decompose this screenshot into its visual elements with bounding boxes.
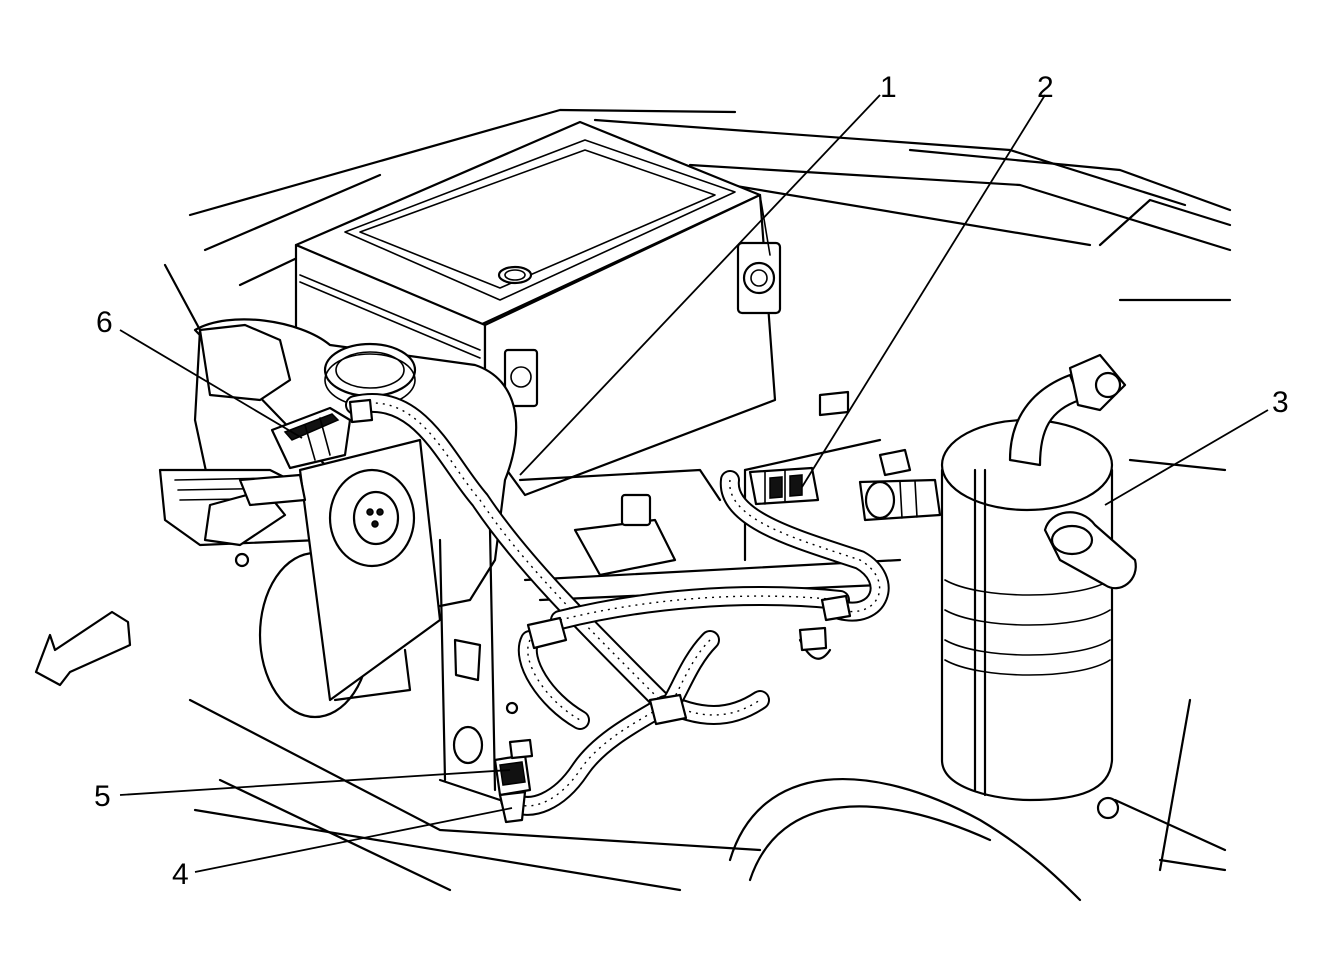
leader-line-1 [519,94,881,476]
leader-line-3 [1104,409,1269,506]
front-direction-arrow-icon [34,610,132,687]
leader-line-2 [801,94,1046,488]
wiring-harness [345,393,890,816]
hood-and-fender-panels [188,108,1232,902]
callout-6: 6 [96,306,113,339]
connector-harness-1-2 [748,466,942,522]
connector-4-5 [493,738,534,824]
connector-6 [270,398,374,470]
misc-hoses [452,626,832,765]
leader-line-4 [194,807,513,873]
callout-3: 3 [1272,386,1289,419]
callout-labels: 1 2 3 4 5 6 [94,71,1289,891]
pump-motor [203,438,442,719]
callout-5: 5 [94,780,111,813]
callout-2: 2 [1037,71,1054,104]
leader-lines [119,94,1269,873]
callout-1: 1 [880,71,897,104]
battery [294,120,782,497]
radiator-support [438,390,912,802]
callout-4: 4 [172,858,189,891]
leader-line-5 [119,769,511,796]
leader-line-6 [119,329,303,439]
ac-accumulator [940,353,1137,820]
